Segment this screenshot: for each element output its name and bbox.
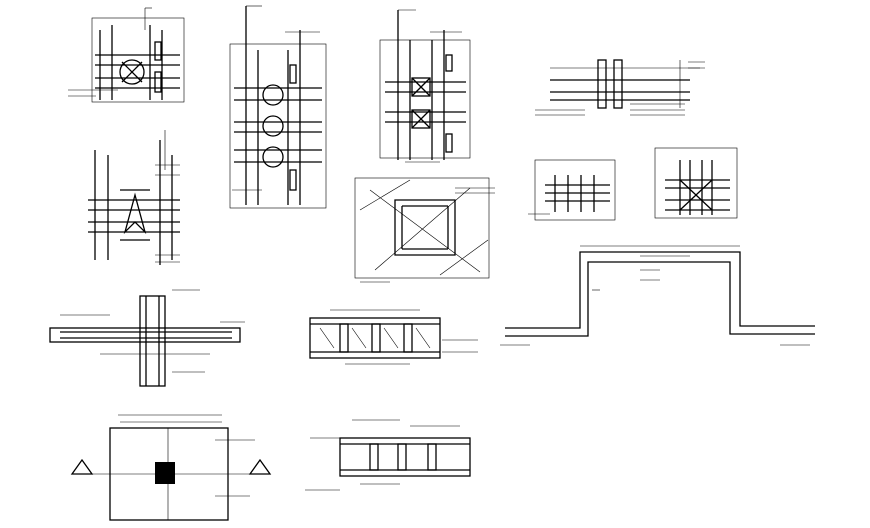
column-rebar-detail-2 [88, 130, 180, 265]
column-rebar-detail-1 [68, 7, 185, 103]
beam-section-detail-right [535, 59, 705, 116]
slab-mesh-detail-1 [528, 159, 616, 221]
beam-stirrup-elevation-2 [305, 419, 471, 491]
diagonal-slab-opening-detail [354, 177, 495, 283]
slab-mesh-detail-2 [654, 147, 738, 219]
column-rebar-detail-3 [229, 5, 327, 209]
footing-plan-detail [70, 414, 272, 521]
column-rebar-detail-4 [379, 9, 471, 163]
stepped-slab-section [500, 245, 815, 346]
beam-column-junction-section [49, 289, 245, 387]
beam-stirrup-elevation-1 [309, 309, 478, 365]
